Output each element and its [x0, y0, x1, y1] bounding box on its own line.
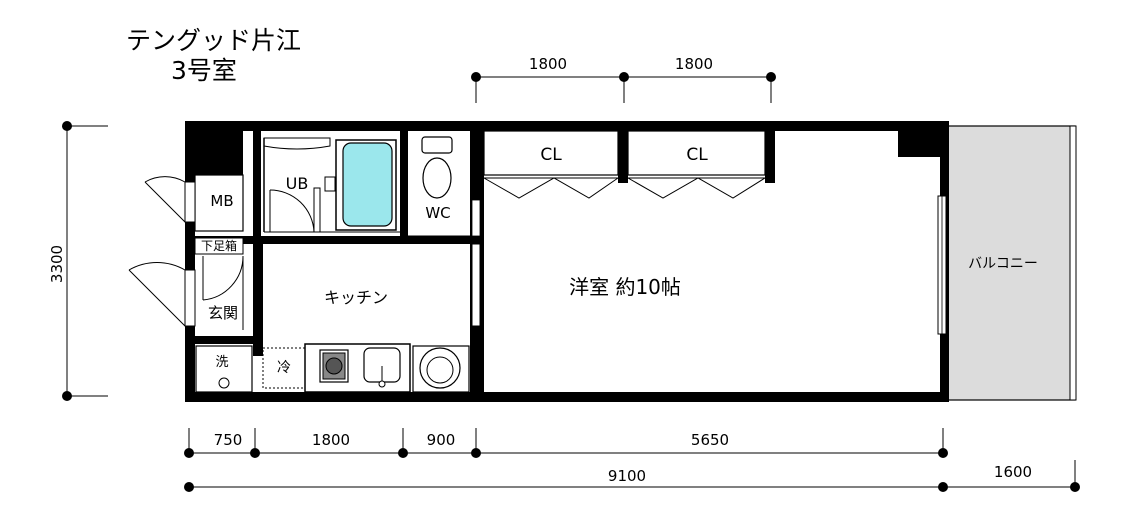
wc-label: WC: [425, 204, 450, 222]
toilet: [421, 136, 453, 199]
fridge-space: [262, 347, 306, 389]
top-dimension-dots: [471, 72, 776, 82]
left-dimension-dots: [62, 121, 72, 401]
ub-label: UB: [286, 174, 309, 193]
washer-space: [195, 345, 253, 393]
inner-entrance-door: [202, 255, 244, 330]
dim-balcony-width: 1600: [994, 463, 1032, 481]
bottom-dimension-dots-2: [184, 482, 1080, 492]
unit-number: 3号室: [171, 56, 237, 85]
room-sliding-door: [471, 243, 481, 327]
property-name: テングッド片江: [126, 26, 302, 55]
western-room-label: 洋室 約10帖: [569, 275, 681, 299]
dim-left-height: 3300: [48, 245, 66, 283]
dim-bottom-2: 1800: [312, 431, 350, 449]
mb-label: MB: [210, 192, 233, 210]
fridge-label: 冷: [277, 360, 291, 376]
balcony-window: [937, 195, 947, 335]
balcony-railing: [1069, 125, 1077, 401]
bottom-dimension-line-1: [188, 428, 944, 454]
bathtub: [324, 139, 397, 231]
closet-2: [627, 130, 766, 199]
toilet-door: [368, 235, 470, 242]
balcony-label: バルコニー: [968, 256, 1038, 272]
dim-total-width: 9100: [608, 467, 646, 485]
dim-top-1: 1800: [529, 55, 567, 73]
kitchen-sink: [363, 347, 401, 388]
washer-label: 洗: [215, 355, 228, 370]
dim-bottom-1: 750: [214, 431, 243, 449]
closet-1-label: CL: [540, 145, 562, 165]
shoe-box-label: 下足箱: [201, 238, 237, 253]
balcony-area: [944, 125, 1076, 401]
bath-door: [264, 187, 400, 233]
dim-top-2: 1800: [675, 55, 713, 73]
mb-door: [144, 176, 196, 223]
mb-cabinet: [194, 174, 244, 232]
entrance-door: [128, 261, 196, 327]
bottom-dimension-dots-1: [184, 448, 948, 458]
shoe-box: [194, 237, 244, 255]
closet-1: [483, 130, 619, 199]
closet-side-window: [471, 199, 481, 237]
genkan-label: 玄関: [208, 304, 238, 322]
washstand: [412, 345, 470, 393]
dim-bottom-3: 900: [427, 431, 456, 449]
kitchen-label: キッチン: [324, 288, 388, 307]
washbasin-bath: [263, 137, 331, 232]
dim-bottom-4: 5650: [691, 431, 729, 449]
closet-2-label: CL: [686, 145, 708, 165]
left-dimension-line: [66, 125, 108, 397]
